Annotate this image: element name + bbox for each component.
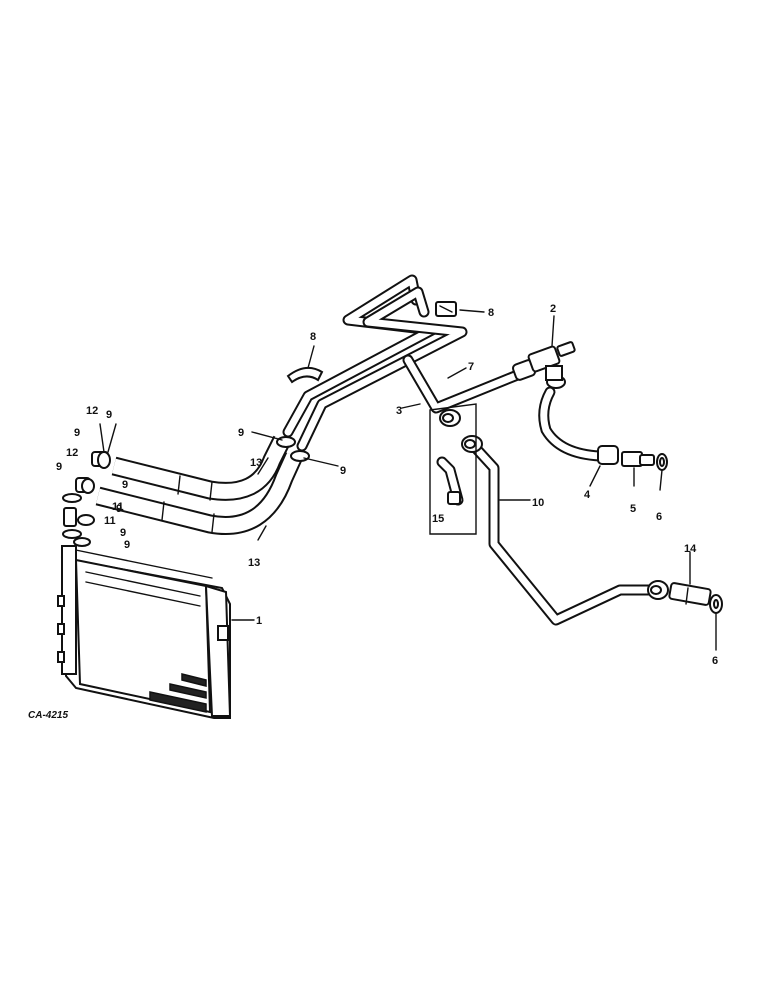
callout-7: 7 [468,361,474,373]
clip-lower [286,366,324,384]
clamp-left-2 [62,529,82,539]
clamp-left-1 [62,493,82,503]
callout-11a: 11 [112,501,124,513]
pipe-to-tee [402,354,526,414]
callout-12a: 12 [86,405,98,417]
callout-2: 2 [550,303,556,315]
callout-5: 5 [630,503,636,515]
callout-13b: 13 [248,557,260,569]
callouts: 1 2 3 4 5 6 6 7 8 8 9 9 9 9 9 9 9 9 9 10… [56,303,718,667]
callout-9b: 9 [340,465,346,477]
clamp-11b [77,514,95,526]
nut-3 [439,409,461,427]
callout-11b: 11 [104,515,116,527]
seal-ring-upper [656,453,668,471]
callout-9i: 9 [124,539,130,551]
clamp-left-3 [73,537,91,547]
callout-9f: 9 [122,479,128,491]
callout-15: 15 [432,513,444,525]
callout-9c: 9 [106,409,112,421]
callout-6b: 6 [712,655,718,667]
connector-5 [621,451,655,467]
callout-3: 3 [396,405,402,417]
callout-9h: 9 [120,527,126,539]
callout-13a: 13 [250,457,262,469]
elbow-fitting-lower [75,477,95,494]
callout-9g: 9 [116,503,122,515]
callout-9e: 9 [56,461,62,473]
seal-ring-lower [709,594,723,614]
inset-frame [429,403,477,535]
clamp-junction-lower [290,450,310,462]
callout-6a: 6 [656,511,662,523]
nut-10-lower [647,580,669,600]
callout-14: 14 [684,543,697,555]
clamp-junction-upper [276,436,296,448]
callout-12b: 12 [66,447,78,459]
leader-lines [99,309,717,651]
connector-14 [668,582,712,606]
callout-4: 4 [584,489,591,501]
callout-1: 1 [256,615,262,627]
tee-fitting [527,341,576,389]
callout-8a: 8 [310,331,316,343]
callout-10: 10 [532,497,544,509]
bent-pipe-assembly [282,274,468,452]
hose-upper [111,435,291,501]
long-pipe [466,438,656,626]
callout-9d: 9 [74,427,80,439]
elbow-fitting-upper [91,451,111,469]
figure-code: CA-4215 [28,710,68,721]
callout-8b: 8 [488,307,494,319]
nut-10-upper [461,435,483,453]
elbow-fitting-15 [436,456,464,506]
connector-11a [63,507,77,527]
hose-lower [95,452,303,535]
nut-4 [597,445,619,465]
heater-core [57,545,232,719]
clip-upper [435,301,457,317]
callout-9a: 9 [238,427,244,439]
bent-tube [538,386,606,462]
